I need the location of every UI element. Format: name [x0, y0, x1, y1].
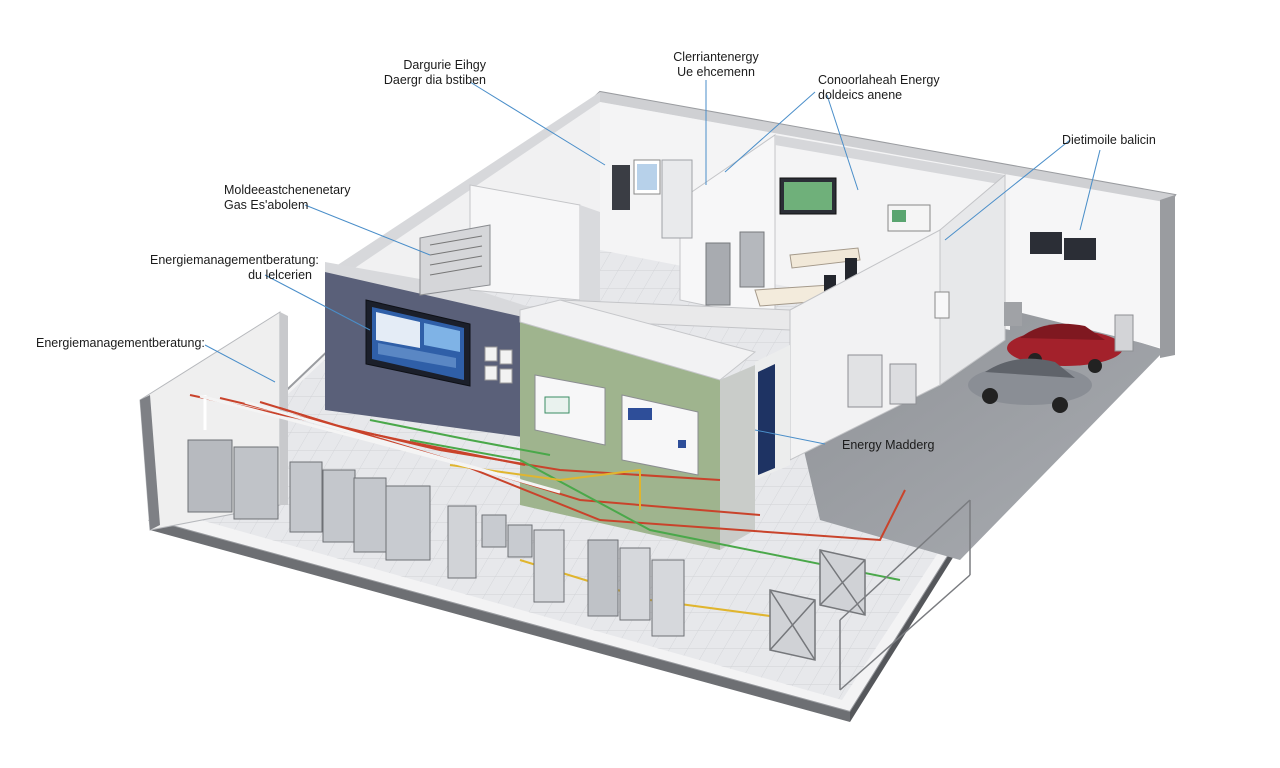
energy-manager-units	[534, 374, 699, 476]
callout-5-line1: Moldeeastchenenetary	[224, 183, 351, 197]
ev-chargers	[1004, 232, 1134, 352]
callout-1-line1: Dargurie Eihgy	[403, 58, 486, 72]
callout-4-line1: Dietimoile balicin	[1062, 133, 1156, 147]
callout-5-line2: Gas Es'abolem	[224, 198, 309, 212]
callout-label-8: Energy Madderg	[842, 438, 934, 453]
callout-label-7: Energiemanagementberatung:	[36, 336, 205, 351]
callout-6-line2: du lelcerien	[248, 268, 312, 282]
callout-8-line1: Energy Madderg	[842, 438, 935, 452]
outdoor-fence	[839, 499, 971, 691]
back-room-equipment	[612, 159, 765, 306]
callout-2-line2: Ue ehcemenn	[677, 65, 755, 79]
office-monitors	[779, 177, 931, 232]
callout-3-line2: doldeics anene	[818, 88, 903, 102]
electric-meters	[447, 505, 685, 637]
energy-dashboard-screen	[365, 299, 471, 387]
callout-label-5: Moldeeastchenenetary Gas Es'abolem	[224, 183, 350, 213]
power-wiring	[189, 394, 906, 621]
callout-6-line1: Energiemanagementberatung:	[150, 253, 319, 267]
callout-2-line1: Clerriantenergy	[673, 50, 759, 64]
transformer-towers	[769, 549, 866, 661]
callout-label-2: Clerriantenergy Ue ehcemenn	[660, 50, 772, 80]
callout-7-line1: Energiemanagementberatung:	[36, 336, 205, 350]
garage-partition-wall	[789, 173, 1006, 461]
server-rack	[419, 224, 491, 296]
callout-label-1: Dargurie Eihgy Daergr dia bstiben	[356, 58, 486, 88]
callout-1-line2: Daergr dia bstiben	[383, 73, 486, 87]
callout-leaders	[204, 80, 1101, 445]
wall-switch-panel	[484, 346, 513, 384]
callout-3-line1: Conoorlaheah Energy	[818, 73, 940, 87]
callout-label-6: Energiemanagementberatung: du lelcerien	[150, 253, 319, 283]
energy-control-room	[519, 299, 790, 550]
callout-label-4: Dietimoile balicin	[1062, 133, 1156, 148]
boiler-units	[187, 439, 431, 561]
gray-car	[968, 358, 1092, 413]
callout-label-3: Conoorlaheah Energy doldeics anene	[818, 73, 940, 103]
